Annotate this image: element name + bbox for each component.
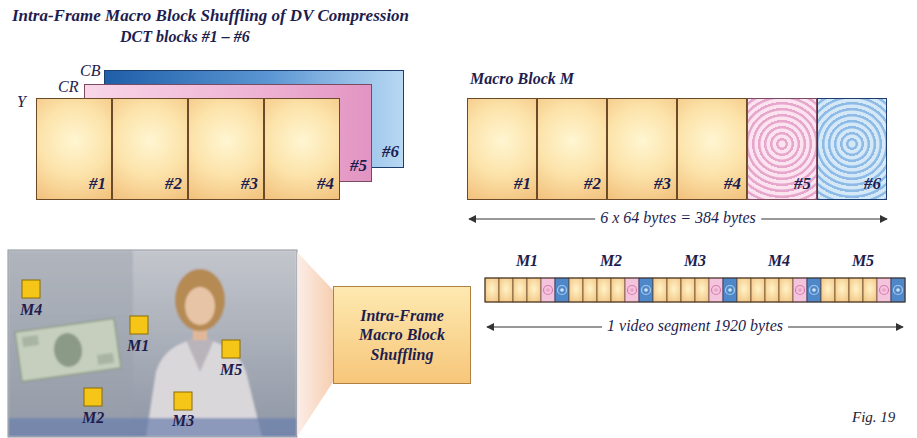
macro-block-marker [222, 340, 240, 358]
segment-block-label: M5 [852, 252, 874, 269]
photo-frame [8, 250, 297, 437]
block-number: #1 [514, 174, 531, 194]
segment-block-label-holder: M2 [600, 252, 622, 270]
macro-y-block: #4 [677, 98, 747, 200]
figure-title: Intra-Frame Macro Block Shuffling of DV … [12, 6, 409, 25]
segment-block-label-holder: M3 [684, 252, 706, 270]
dollar-bill [15, 318, 121, 381]
dimension-label-holder: 6 x 64 bytes = 384 bytes [595, 209, 761, 227]
y-dct-block: #2 [112, 98, 188, 200]
plane-label-holder: Y [17, 93, 26, 111]
figure-title-holder: Intra-Frame Macro Block Shuffling of DV … [12, 6, 409, 26]
macro-block-markers [22, 280, 240, 410]
macro-cb-block: #6 [817, 98, 887, 200]
segment-block-label: M2 [600, 252, 622, 269]
marker-label-holder: M1 [127, 337, 149, 355]
block-number: #3 [654, 174, 671, 194]
process-box: Intra-Frame Macro Block Shuffling [333, 286, 471, 384]
block-number: #3 [241, 174, 258, 194]
block-number: #4 [317, 174, 334, 194]
video-segment-strip [485, 278, 905, 302]
marker-label: M1 [127, 337, 149, 354]
macro-y-block: #2 [537, 98, 607, 200]
macro-block-marker [130, 316, 148, 334]
marker-label-holder: M4 [20, 301, 42, 319]
macro-cr-block: #5 [747, 98, 817, 200]
segment-block-label-holder: M1 [516, 252, 538, 270]
block-number: #1 [89, 174, 106, 194]
block-number: #5 [350, 156, 367, 176]
news-ticker-band [8, 418, 297, 437]
plane-label-holder: CR [58, 78, 78, 96]
marker-label-holder: M3 [172, 412, 194, 430]
plane-label: CR [58, 78, 78, 95]
plane-label: Y [17, 93, 26, 110]
block-number: #2 [584, 174, 601, 194]
news-photo [8, 250, 297, 437]
marker-label: M2 [82, 409, 104, 426]
photo-background [8, 250, 297, 437]
section-label: DCT blocks #1 – #6 [120, 28, 250, 45]
segment-block-label-holder: M4 [768, 252, 790, 270]
y-dct-block: #3 [188, 98, 264, 200]
macro-block-marker [84, 388, 102, 406]
block-number: #6 [864, 174, 881, 194]
y-dct-block: #1 [36, 98, 112, 200]
plane-label-holder: CB [80, 62, 100, 80]
studio-wall [8, 250, 133, 437]
marker-label: M3 [172, 412, 194, 429]
marker-label: M5 [220, 361, 242, 378]
section-label-holder: Macro Block M [470, 70, 574, 88]
process-label: Intra-Frame Macro Block Shuffling [342, 306, 462, 364]
section-label: Macro Block M [470, 70, 574, 87]
segment-block-label-holder: M5 [852, 252, 874, 270]
dimension-label-holder: 1 video segment 1920 bytes [602, 317, 788, 335]
figure-caption-holder: Fig. 19 [852, 408, 895, 426]
anchor-hair [175, 269, 225, 331]
block-number: #6 [382, 142, 399, 162]
macro-y-block: #3 [607, 98, 677, 200]
block-number: #2 [165, 174, 182, 194]
block-number: #5 [794, 174, 811, 194]
dimension-label: 1 video segment 1920 bytes [602, 317, 788, 334]
section-label-holder: DCT blocks #1 – #6 [120, 28, 250, 46]
anchor-face [185, 287, 215, 325]
figure-caption: Fig. 19 [852, 409, 895, 425]
segment-block-label: M3 [684, 252, 706, 269]
macro-y-block: #1 [467, 98, 537, 200]
y-dct-block: #4 [264, 98, 340, 200]
plane-label: CB [80, 62, 100, 79]
anchor-collar [186, 340, 214, 372]
dimension-label: 6 x 64 bytes = 384 bytes [595, 209, 761, 226]
macro-block-marker [174, 392, 192, 410]
block-number: #4 [724, 174, 741, 194]
marker-label-holder: M5 [220, 361, 242, 379]
marker-label: M4 [20, 301, 42, 318]
marker-label-holder: M2 [82, 409, 104, 427]
projection-funnel [297, 252, 333, 437]
segment-block-label: M1 [516, 252, 538, 269]
segment-block-label: M4 [768, 252, 790, 269]
macro-block-marker [22, 280, 40, 298]
